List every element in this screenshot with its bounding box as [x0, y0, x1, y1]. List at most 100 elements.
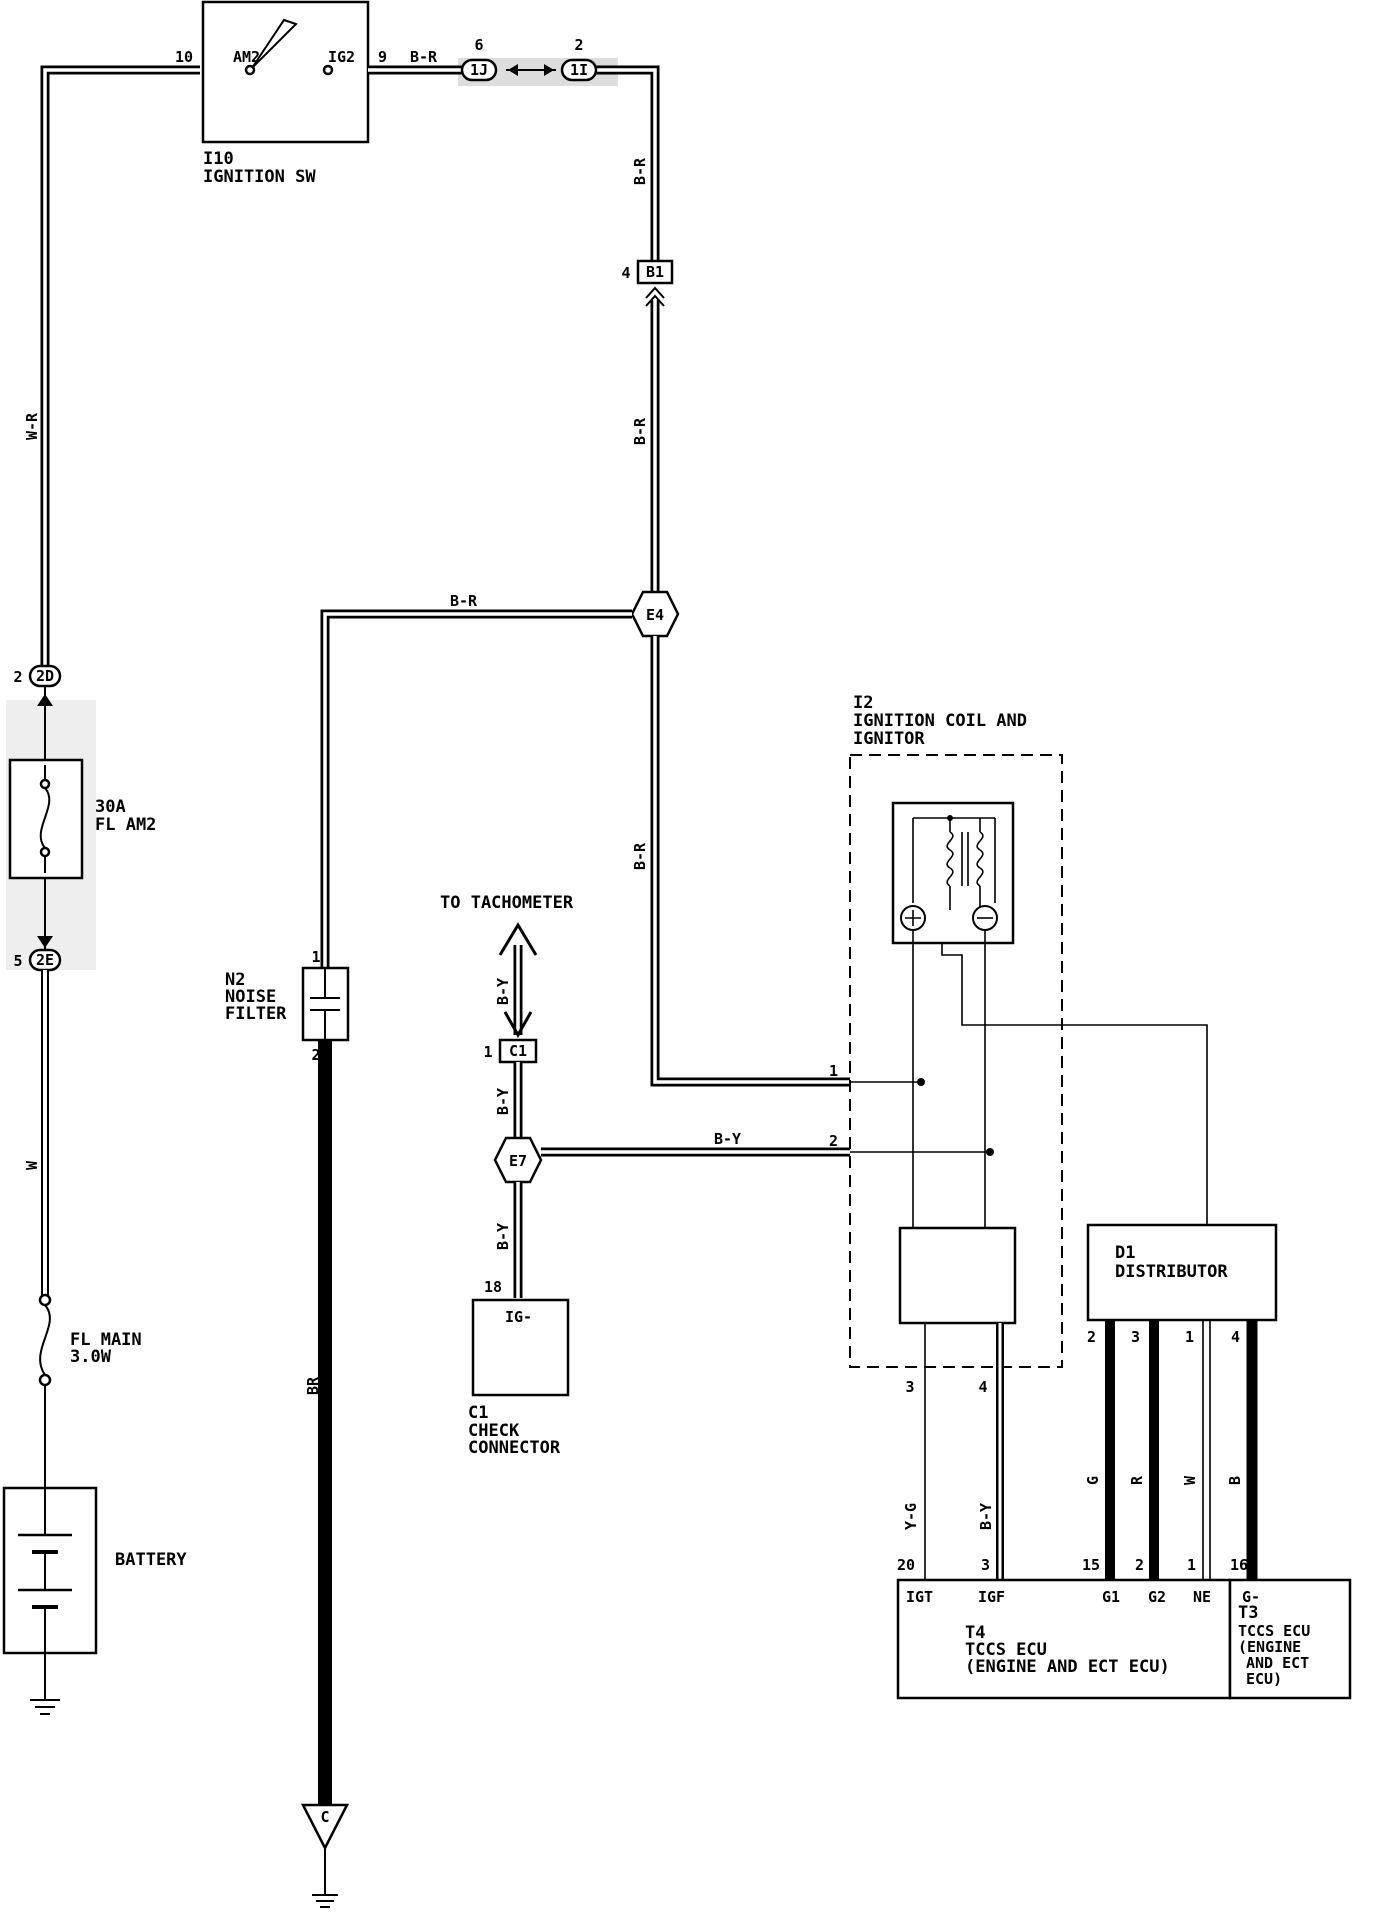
- pin-number: 4: [1231, 1328, 1240, 1346]
- wire-color-label: B-R: [631, 842, 649, 870]
- wire-b-r-e4-left: [320, 609, 632, 968]
- chevron-up-icon: [645, 286, 665, 307]
- connector-id: 2D: [36, 667, 54, 685]
- wire-b-r-e4-down: [650, 636, 850, 1087]
- connector-b1: B1 4: [621, 259, 674, 285]
- connector-2e: 2E 5: [13, 948, 62, 972]
- pin-label: NE: [1193, 1588, 1211, 1606]
- component-id: T3: [1238, 1603, 1258, 1623]
- arrow-down-icon: [37, 936, 53, 948]
- wire-color-label: B-R: [631, 157, 649, 185]
- pin-number: 2: [574, 36, 583, 54]
- wire-color-label: B-Y: [714, 1130, 741, 1148]
- component-id: N2: [225, 970, 245, 990]
- component-name: TCCS ECU: [1238, 1622, 1310, 1640]
- component-name: TCCS ECU: [965, 1640, 1047, 1660]
- battery-label: BATTERY: [115, 1550, 187, 1570]
- wire-color-label: W: [23, 1160, 41, 1170]
- pin-number: 1: [829, 1062, 838, 1080]
- pin-number: 16: [1230, 1556, 1248, 1574]
- component-name: ECU): [1246, 1670, 1282, 1688]
- pin-label: G2: [1148, 1588, 1166, 1606]
- pin-number: 3: [1131, 1328, 1140, 1346]
- component-name: AND ECT: [1246, 1654, 1309, 1672]
- fuse-rating: 3.0W: [70, 1347, 112, 1367]
- wire-w-r: [40, 65, 200, 672]
- component-name: DISTRIBUTOR: [1115, 1262, 1228, 1282]
- fuse-name: FL AM2: [95, 815, 156, 835]
- pin-number: 4: [621, 264, 630, 282]
- double-arrow-icon: [508, 64, 554, 76]
- wire-color-label: B-Y: [977, 1503, 995, 1530]
- component-name: (ENGINE AND ECT ECU): [965, 1657, 1170, 1677]
- fuse-rating: 30A: [95, 797, 126, 817]
- pin-number: 2: [311, 1046, 320, 1064]
- wire-color-label: W: [1181, 1475, 1199, 1485]
- pin-label: G-: [1242, 1588, 1260, 1606]
- pin-number: 6: [474, 36, 483, 54]
- wire-color-label: B-Y: [494, 978, 512, 1005]
- wire-color-label: G: [1084, 1476, 1102, 1485]
- pin-number: 3: [905, 1378, 914, 1396]
- wire-color-label: B-Y: [494, 1088, 512, 1115]
- connector-id: 1J: [470, 61, 488, 79]
- wire-color-label: W-R: [23, 412, 41, 440]
- pin-label: G1: [1102, 1588, 1120, 1606]
- wire-color-label: B-R: [631, 417, 649, 445]
- junction-id: E4: [646, 606, 664, 624]
- ignition-switch: AM2 IG2 10 9 I10 IGNITION SW: [175, 0, 387, 187]
- connector-id: B1: [646, 263, 664, 281]
- wire-color-label: B: [1226, 1476, 1244, 1485]
- ecu-t3: G- 16 T3 TCCS ECU (ENGINE AND ECT ECU): [1228, 1556, 1352, 1700]
- pin-number: 2: [1087, 1328, 1096, 1346]
- distributor: D1 DISTRIBUTOR 2 3 1 4: [1086, 1223, 1278, 1580]
- ground-point-c: C: [300, 1803, 350, 1908]
- tachometer-arrow: [498, 922, 538, 1039]
- pin-label: IGT: [906, 1588, 933, 1606]
- arrow-up-icon: [37, 694, 53, 706]
- pin-number: 3: [981, 1556, 990, 1574]
- wire-color-label: R: [1128, 1475, 1146, 1485]
- pin-number: 2: [1135, 1556, 1144, 1574]
- component-id: T4: [965, 1623, 985, 1643]
- pin-number: 2: [13, 668, 22, 686]
- wire-color-label: BR: [304, 1376, 322, 1395]
- junction-e4: E4: [630, 590, 680, 638]
- connector-1i: 1I 2: [560, 36, 598, 82]
- ignition-coil-ignitor: 1 2 3 4: [829, 754, 1208, 1580]
- noise-filter: 1 2 N2 NOISE FILTER: [225, 948, 350, 1064]
- component-name: (ENGINE: [1238, 1638, 1301, 1656]
- terminal-label: IG-: [505, 1308, 532, 1326]
- connector-1j: 1J 6: [460, 36, 498, 82]
- pin-number: 10: [175, 48, 193, 66]
- pin-label: IGF: [978, 1588, 1005, 1606]
- wire-color-label: B-Y: [494, 1223, 512, 1250]
- pin-label-am2: AM2: [233, 48, 260, 66]
- connector-id: 2E: [36, 951, 54, 969]
- ecu-t4: IGT IGF G1 G2 NE 20 3 15 2 1 T4 TCCS ECU…: [896, 1556, 1232, 1700]
- pin-number: 1: [1185, 1328, 1194, 1346]
- tachometer-label: TO TACHOMETER: [440, 893, 574, 913]
- fuse-fl-am2: 30A FL AM2: [8, 758, 156, 880]
- pin-number: 1: [483, 1043, 492, 1061]
- pin-number: 9: [378, 48, 387, 66]
- connector-id: C1: [509, 1042, 527, 1060]
- pin-number: 20: [897, 1556, 915, 1574]
- component-name: CHECK: [468, 1421, 520, 1441]
- component-id: I2: [853, 693, 873, 713]
- fuse-name: FL MAIN: [70, 1330, 142, 1350]
- pin-label-ig2: IG2: [328, 48, 355, 66]
- component-name: IGNITION SW: [203, 167, 316, 187]
- pin-number: 1: [1187, 1556, 1196, 1574]
- wire-color-label: B-R: [450, 592, 478, 610]
- pin-number: 18: [484, 1278, 502, 1296]
- component-id: I10: [203, 149, 234, 169]
- wire-b-r-top: [368, 65, 660, 265]
- wire-color-label: B-R: [410, 48, 438, 66]
- connector-2d: 2D 2: [13, 664, 62, 688]
- component-id: D1: [1115, 1243, 1135, 1263]
- ground-icon: [30, 1699, 60, 1715]
- wire-color-label: Y-G: [902, 1503, 920, 1530]
- battery: BATTERY: [2, 1486, 187, 1700]
